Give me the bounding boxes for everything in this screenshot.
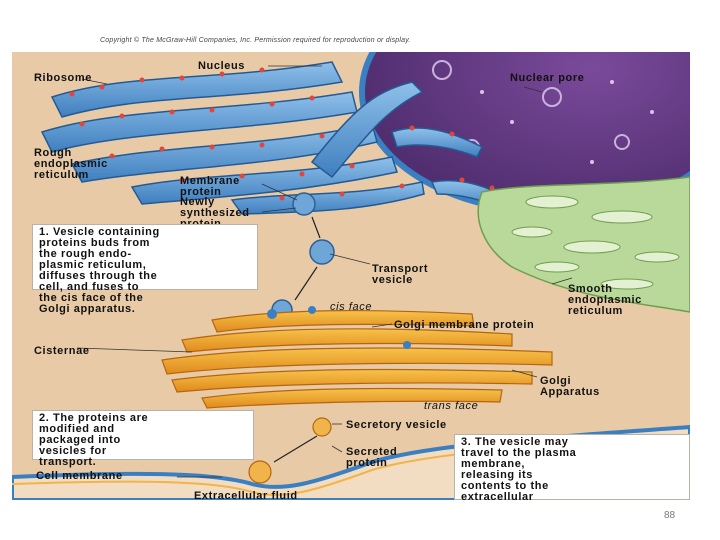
step-3-box: 3. The vesicle may travel to the plasma … — [454, 434, 690, 500]
golgi-cisternae — [161, 309, 553, 409]
label-cis-face: cis face — [330, 301, 373, 313]
label-cisternae: Cisternae — [34, 345, 90, 357]
copyright-notice: Copyright © The McGraw-Hill Companies, I… — [100, 37, 411, 44]
label-smooth-er: Smooth endoplasmic reticulum — [568, 283, 642, 317]
label-nuclear-pore: Nuclear pore — [510, 72, 585, 84]
label-transport-vesicle: Transport vesicle — [372, 263, 429, 286]
label-golgi-membrane-protein: Golgi membrane protein — [394, 319, 535, 331]
label-extracellular-fluid: Extracellular fluid — [194, 490, 298, 501]
secretory-vesicles — [248, 417, 332, 484]
label-golgi-apparatus: Golgi Apparatus — [540, 375, 600, 398]
label-nucleus: Nucleus — [198, 60, 245, 72]
rough-er-shape — [40, 61, 514, 215]
label-cell-membrane: Cell membrane — [36, 470, 123, 482]
step-1-box: 1. Vesicle containing proteins buds from… — [32, 224, 258, 315]
label-secretory-vesicle: Secretory vesicle — [346, 419, 447, 431]
vesicle-path-arrow — [294, 216, 321, 301]
page-number: 88 — [664, 510, 676, 521]
golgi-membrane-protein — [267, 306, 411, 349]
diagram-illustration — [12, 52, 690, 500]
secretory-pathway-diagram: Nucleus Nuclear pore Ribosome Rough endo… — [12, 52, 690, 500]
label-rough-er: Rough endoplasmic reticulum — [34, 147, 108, 181]
label-trans-face: trans face — [424, 400, 479, 412]
step-2-box: 2. The proteins are modified and package… — [32, 410, 254, 468]
leader-lines — [76, 65, 573, 478]
ribosome-dots — [69, 67, 495, 201]
label-membrane-protein: Membrane protein — [180, 175, 240, 198]
label-ribosome: Ribosome — [34, 72, 92, 84]
label-secreted-protein: Secreted protein — [346, 446, 398, 469]
secretory-path-arrow — [273, 435, 318, 463]
